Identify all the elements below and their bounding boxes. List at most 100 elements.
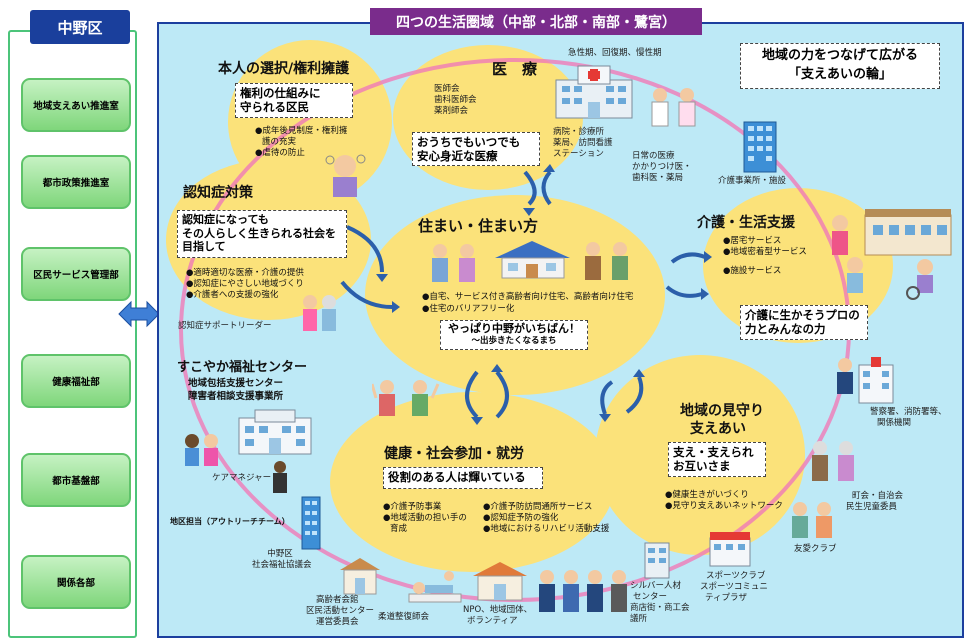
sports-line0: スポーツクラブ [706,571,766,581]
dept-box-2[interactable]: 区民サービス管理部 [21,247,131,301]
silver-line0: シルバー人材 [630,581,682,591]
elderly-line1: 区民活動センター [306,606,375,616]
silver-center-building-icon [644,542,670,579]
cycle-arrows [340,164,712,425]
medical-daily-line2: かかりつけ医・ [632,162,692,172]
medical-daily-line1: 日常の医療 [632,151,675,161]
welfare-center-title: すこやか福祉センター [177,360,308,375]
silver-line1: センター [633,592,668,602]
ward-title: 中野区 [30,10,130,44]
elderly-line0: 高齢者会館 [316,595,359,605]
council-line0: 中野区 [267,549,293,559]
elderly-confused-icon [325,154,366,197]
sports-line1: スポーツコミュニ [700,582,768,592]
dept-box-4[interactable]: 都市基盤部 [21,453,131,507]
main-title: 四つの生活圏域（中部・北部・南部・鷺宮） [370,8,702,35]
watch-box: 支え・支えられ お互いさま [668,442,766,477]
watch-box-line2: お互いさま [673,459,731,473]
dementia-box-line2: その人らしく生きられる社会を [182,226,336,240]
welfare-center-line1: 地域包括支援センター [188,378,284,389]
dept-box-0[interactable]: 地域支えあい推進室 [21,78,131,132]
rights-box-line1: 権利の仕組みに [240,86,321,100]
town-association-icon [812,441,854,481]
medical-box-line1: おうちでもいつでも [417,135,521,149]
care-home-icon [832,209,952,300]
care-facility-label: 介護事業所・施設 [718,176,787,186]
rights-title: 本人の選択/権利擁護 [218,61,350,77]
rights-bullet-2: ●虐待の防止 [255,148,305,158]
npo-line0: NPO、地域団体、 [463,605,533,615]
housing-box-line2: 〜出歩きたくなるまち [471,336,557,346]
health-bullet-right-2: ●地域におけるリハビリ活動支援 [483,524,610,534]
health-bullet-right-0: ●介護予防訪問通所サービス [483,502,593,512]
friend-label: 友愛クラブ [794,544,837,554]
watch-bullet-0: ●健康生きがいづくり [665,490,749,500]
health-bullet-right-1: ●認知症予防の強化 [483,513,559,523]
volunteer-group-icon [539,570,627,612]
care-facility-building-icon [743,121,777,173]
health-box: 役割のある人は輝いている [383,467,543,489]
slogan-line2: 「支えあいの輪」 [787,67,892,82]
care-bullet-2: ●施設サービス [723,266,782,276]
health-bullet-left-0: ●介護予防事業 [383,502,442,512]
dementia-box: 認知症になっても その人らしく生きられる社会を 目指して [177,210,347,258]
welfare-center-building-icon [238,409,312,455]
watch-bullet-1: ●見守り支えあいネットワーク [665,501,783,511]
double-arrow-icon [118,300,160,328]
elderly-line2: 運営委員会 [316,617,359,627]
rights-bullet-0: ●成年後見制度・権利擁 [255,126,348,136]
care-title: 介護・生活支援 [697,215,795,231]
police-line1: 関係機関 [877,418,912,428]
doctor-nurse-icon [651,88,696,127]
slogan-line1: 地域の力をつなげて広がる [761,48,918,63]
sports-line2: ティプラザ [705,593,747,603]
housing-box: やっぱり中野がいちばん！ 〜出歩きたくなるまち [440,320,588,350]
house-icon [495,241,570,279]
care-manager-label: ケアマネジャー [212,473,272,483]
sports-facility-icon [709,532,751,567]
dementia-title: 認知症対策 [183,185,253,201]
welfare-center-line2: 障害者相談支援事業所 [188,391,284,402]
elderly-hall-icon [340,558,380,595]
council-line1: 社会福祉協議会 [252,560,312,570]
medical-hospital-line2: 薬局、訪問看護 [553,138,613,148]
medical-box: おうちでもいつでも 安心身近な医療 [412,132,540,166]
exercise-elderly-icon [372,380,440,416]
judo-label: 柔道整復師会 [378,612,430,622]
medical-hospital-line1: 病院・診療所 [553,127,605,137]
rights-box-line2: 守られる区民 [240,100,309,114]
council-building-icon [301,496,321,550]
care-box-line1: 介護に生かそうプロの [745,308,860,322]
outreach-label: 地区担当（アウトリーチチーム） [170,517,290,526]
hospital-icon [555,65,633,119]
housing-bullet-2: ●住宅のバリアフリー化 [422,304,515,314]
care-bullet-0: ●居宅サービス [723,236,782,246]
police-line0: 警察署、消防署等、 [870,407,947,417]
medical-daily-line3: 歯科医・薬局 [632,173,684,183]
medical-box-line2: 安心身近な医療 [417,149,498,163]
dementia-box-line1: 認知症になっても [182,213,269,226]
supporter-people-icon [303,295,336,331]
health-bullet-left-1: ●地域活動の担い手の [383,513,467,523]
judo-therapist-icon [408,571,462,603]
watch-title-line1: 地域の見守り [680,403,764,419]
friendship-club-icon [792,502,832,538]
dept-box-5[interactable]: 関係各部 [21,555,131,609]
dept-box-1[interactable]: 都市政策推進室 [21,155,131,209]
dementia-bullet-1: ●認知症にやさしい地域づくり [186,279,304,289]
rights-bullet-1: 護の充実 [262,137,297,147]
health-title: 健康・社会参加・就労 [384,446,524,462]
housing-circle [365,195,665,395]
silver-line3: 議所 [630,614,648,624]
dementia-bullet-0: ●適時適切な医療・介護の提供 [186,268,304,278]
medical-hospital-line3: ステーション [553,149,604,159]
dementia-box-line3: 目指して [182,240,226,253]
care-bullet-1: ●地域密着型サービス [723,247,807,257]
housing-title: 住まい・住まい方 [418,217,539,235]
housing-bullet-1: ●自宅、サービス付き高齢者向け住宅、高齢者向け住宅 [422,292,634,302]
medical-org-2: 薬剤師会 [434,106,469,116]
dept-box-3[interactable]: 健康福祉部 [21,354,131,408]
watch-box-line1: 支え・支えられ [673,445,754,459]
slogan-box: 地域の力をつなげて広がる 「支えあいの輪」 [740,43,940,89]
elderly-couple-icon [432,244,475,282]
